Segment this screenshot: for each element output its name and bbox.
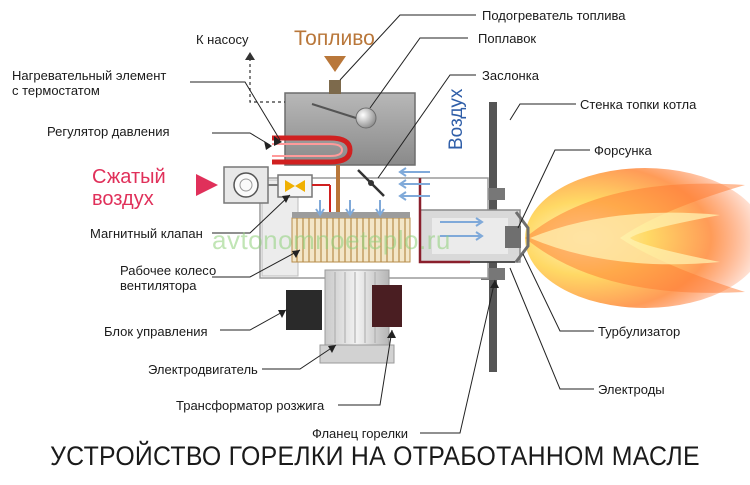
label-electrodes: Электроды <box>598 382 665 397</box>
leader-lines <box>190 14 594 434</box>
label-turbulizer: Турбулизатор <box>598 324 681 339</box>
label-pressure-regulator: Регулятор давления <box>47 124 170 139</box>
pump-return-line <box>249 58 285 103</box>
label-nozzle: Форсунка <box>594 143 652 158</box>
label-float: Поплавок <box>478 31 537 46</box>
fuel-arrow <box>324 56 346 72</box>
label-control-unit: Блок управления <box>104 324 208 339</box>
compressed-air-arrow <box>196 174 218 196</box>
fan-wheel <box>291 217 411 263</box>
label-electric-motor: Электродвигатель <box>148 362 258 377</box>
label-fan-wheel: Рабочее колесо вентилятора <box>120 263 217 293</box>
control-unit <box>286 290 322 330</box>
fuel-line <box>418 178 470 264</box>
label-fuel-heater: Подогреватель топлива <box>482 8 626 23</box>
damper <box>357 169 385 197</box>
ignition-transformer <box>372 285 402 327</box>
leader-arrowheads <box>264 136 499 353</box>
air-callout: Воздух <box>446 88 467 150</box>
label-ignition-transformer: Трансформатор розжига <box>176 398 325 413</box>
label-to-pump: К насосу <box>196 32 249 47</box>
label-burner-flange: Фланец горелки <box>312 426 408 441</box>
compressed-air-callout: Сжатый воздух <box>92 166 166 210</box>
label-damper: Заслонка <box>482 68 539 83</box>
diagram-title: УСТРОЙСТВО ГОРЕЛКИ НА ОТРАБОТАННОМ МАСЛЕ <box>50 441 700 471</box>
watermark: avtonomnoeteplo.ru <box>212 225 451 255</box>
fuel-callout: Топливо <box>294 27 375 50</box>
fuel-inlet <box>329 80 341 94</box>
label-heating-element: Нагревательный элемент с термостатом <box>12 68 167 98</box>
air-intake-arrows <box>315 167 484 241</box>
nozzle <box>505 226 521 248</box>
heating-element-coil <box>272 135 353 165</box>
label-boiler-wall: Стенка топки котла <box>580 97 697 112</box>
float <box>355 107 377 129</box>
label-magnetic-valve: Магнитный клапан <box>90 226 203 241</box>
electric-motor <box>319 269 395 364</box>
flame <box>525 168 750 308</box>
